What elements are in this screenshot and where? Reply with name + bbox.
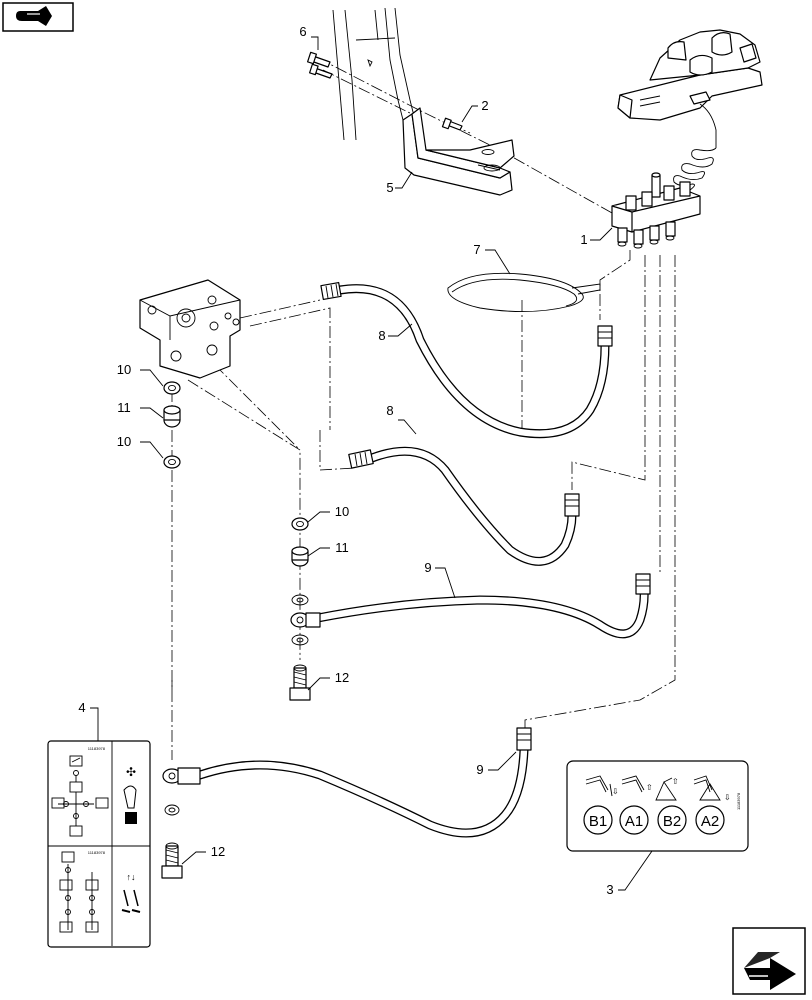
callout-10-mid: 10	[335, 504, 349, 519]
svg-text:⇧: ⇧	[672, 777, 679, 786]
callout-numbers: 6 2 5 1 7 8 8 10 11 10 10 11 9 12 4 9 3 …	[78, 24, 613, 897]
seal-mid-b	[291, 634, 309, 646]
joystick-handle	[617, 29, 763, 121]
decal-position-b1: B1	[583, 805, 613, 835]
bracket-5	[402, 107, 515, 196]
callout-1: 1	[580, 232, 587, 247]
callout-2: 2	[481, 98, 488, 113]
bolt-2	[441, 117, 463, 131]
callout-4: 4	[78, 700, 85, 715]
svg-text:A2: A2	[701, 813, 719, 830]
svg-text:B2: B2	[663, 813, 681, 830]
svg-text:B1: B1	[589, 813, 607, 830]
callout-8-upper: 8	[378, 328, 385, 343]
callout-5: 5	[386, 180, 393, 195]
callout-6: 6	[299, 24, 306, 39]
decal-position-a2: A2	[695, 805, 725, 835]
decal-4: 11183978 11183978 ✣ ↑↓	[47, 740, 151, 948]
hose-9-lower	[162, 727, 532, 838]
valve-1	[611, 172, 701, 249]
manifold-block	[139, 279, 241, 379]
callout-3: 3	[606, 882, 613, 897]
decal-4-partno-bottom: 11183978	[88, 850, 106, 855]
forward-arrow-icon[interactable]	[732, 927, 806, 995]
hose-8-lower	[348, 446, 580, 566]
washer-left-10a	[163, 381, 181, 395]
callout-leaders	[90, 36, 653, 891]
back-arrow-icon[interactable]	[2, 2, 74, 32]
svg-text:⇩: ⇩	[724, 793, 731, 802]
washer-left-10b	[163, 455, 181, 469]
callout-11-left: 11	[117, 400, 131, 415]
callout-11-mid: 11	[335, 540, 349, 555]
decal-3-partno: 11183978	[736, 792, 741, 810]
svg-text:✣: ✣	[126, 765, 136, 779]
hose-8-upper	[320, 281, 613, 439]
callout-9-lower: 9	[476, 762, 483, 777]
svg-text:⇩: ⇩	[612, 787, 619, 796]
callout-10-left-bottom: 10	[117, 434, 131, 449]
bolt-12-mid	[289, 664, 311, 701]
tie-strap-7	[447, 272, 601, 312]
callout-12-mid: 12	[335, 670, 349, 685]
bolt-6	[307, 51, 333, 79]
coiled-cable	[667, 103, 717, 197]
seal-mid-a	[291, 594, 309, 606]
callout-8-lower: 8	[386, 403, 393, 418]
callout-7: 7	[473, 242, 480, 257]
decal-position-a1: A1	[619, 805, 649, 835]
nut-left-11	[163, 405, 181, 428]
seal-left-low	[164, 804, 180, 816]
callout-9-upper: 9	[424, 560, 431, 575]
washer-mid-10	[291, 517, 309, 531]
svg-text:↑↓: ↑↓	[127, 872, 136, 882]
callout-10-left-top: 10	[117, 362, 131, 377]
nut-mid-11	[291, 546, 309, 567]
decal-4-partno-top: 11183978	[88, 746, 106, 751]
decal-position-b2: B2	[657, 805, 687, 835]
hose-9-upper	[290, 573, 651, 639]
svg-text:A1: A1	[625, 813, 643, 830]
svg-text:⇧: ⇧	[646, 783, 653, 792]
decal-3: 11183978 ⇩ ⇧ ⇧ ⇩ B1 A1 B2 A2	[566, 760, 749, 852]
bolt-12-left	[161, 842, 183, 879]
callout-12-left: 12	[211, 844, 225, 859]
